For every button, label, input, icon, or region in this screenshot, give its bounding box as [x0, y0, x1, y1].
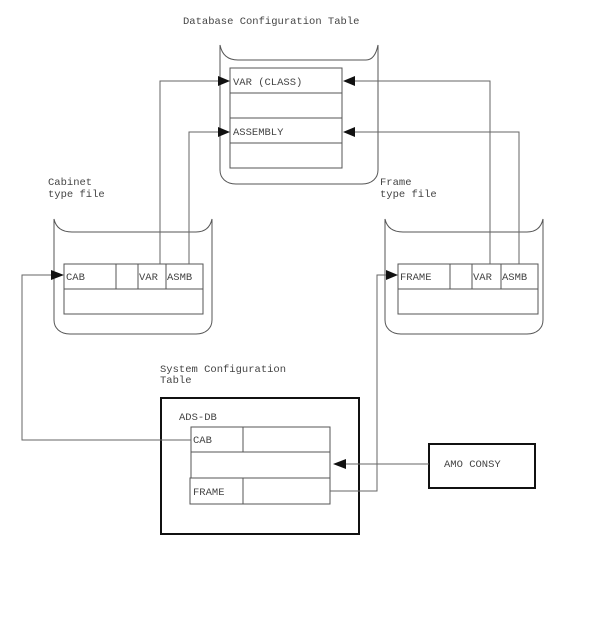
db-row-label: ASSEMBLY — [233, 127, 284, 139]
system-row-label: FRAME — [193, 487, 225, 499]
db-row-empty-1 — [229, 92, 343, 119]
system-table-label: Table — [160, 375, 192, 387]
cabinet-record: CAB VAR ASMB — [63, 263, 204, 315]
db-config-table: VAR (CLASS) ASSEMBLY — [229, 67, 343, 169]
cabinet-file-label: type file — [48, 189, 105, 201]
frame-file-tray — [384, 218, 544, 335]
connector-cabinet-var-to-db-var — [159, 80, 220, 264]
frame-field-label: VAR — [473, 272, 493, 284]
system-field-frame-value — [242, 477, 331, 505]
frame-file-label: type file — [380, 189, 437, 201]
cabinet-field-asmb — [165, 263, 204, 290]
frame-field-asmb — [500, 263, 539, 290]
cabinet-field-label: VAR — [139, 272, 159, 284]
connector-cabinet-asmb-to-db-assembly — [188, 131, 220, 264]
db-row-label: VAR (CLASS) — [233, 77, 302, 89]
db-table-tray — [219, 44, 379, 185]
system-config-table: CAB FRAME — [189, 426, 331, 505]
frame-file-label: Frame — [380, 177, 412, 189]
cabinet-file-label: Cabinet — [48, 177, 92, 189]
arrowhead-icon — [218, 76, 230, 86]
connector-system-cab-to-cabinet-cab — [21, 274, 191, 441]
cabinet-record-row-2 — [63, 288, 204, 315]
connector-system-frame-to-frame-file — [330, 274, 388, 492]
amo-consy-box — [428, 443, 536, 489]
cabinet-field-cab — [63, 263, 117, 290]
frame-field-empty — [449, 263, 473, 290]
cabinet-field-empty — [115, 263, 139, 290]
arrowhead-icon — [333, 459, 346, 469]
system-field-frame — [189, 477, 244, 505]
arrowhead-icon — [51, 270, 64, 280]
frame-record: FRAME VAR ASMB — [397, 263, 539, 315]
system-field-cab-value — [242, 426, 331, 453]
system-row-label: CAB — [193, 435, 212, 447]
connector-frame-var-to-db-var — [352, 80, 491, 264]
amo-consy-label: AMO CONSY — [444, 459, 501, 471]
frame-record-row-2 — [397, 288, 539, 315]
db-row-assembly — [229, 117, 343, 144]
arrowhead-icon — [218, 127, 230, 137]
frame-field-label: FRAME — [400, 272, 432, 284]
cabinet-field-var — [137, 263, 167, 290]
arrowhead-icon — [386, 270, 398, 280]
frame-field-label: ASMB — [502, 272, 527, 284]
ads-db-label: ADS-DB — [179, 412, 217, 424]
connector-frame-asmb-to-db-assembly — [352, 131, 520, 264]
cabinet-file-tray — [53, 218, 213, 335]
cabinet-field-label: ASMB — [167, 272, 192, 284]
system-row-empty — [190, 451, 331, 479]
arrowhead-icon — [343, 76, 355, 86]
arrowhead-icon — [343, 127, 355, 137]
system-table-label: System Configuration — [160, 364, 286, 376]
diagram-title: Database Configuration Table — [183, 16, 359, 28]
cabinet-field-label: CAB — [66, 272, 85, 284]
db-row-empty-2 — [229, 142, 343, 169]
